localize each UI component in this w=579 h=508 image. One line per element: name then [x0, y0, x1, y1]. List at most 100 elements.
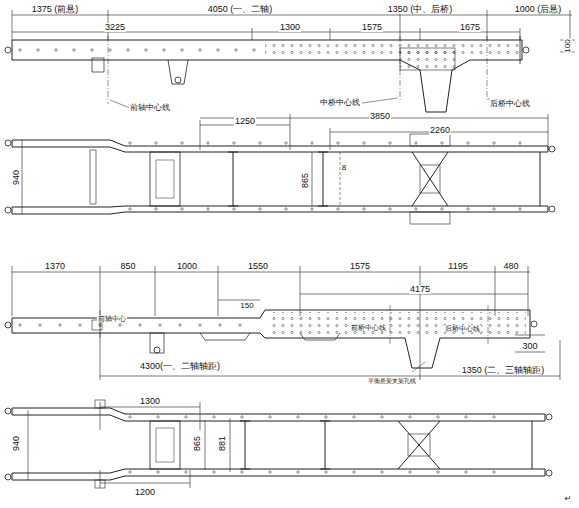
- drawing-stroke: [12, 206, 548, 214]
- drawing-stroke: [12, 408, 545, 421]
- drawing-stroke: [389, 208, 391, 210]
- dimension-label: 865: [302, 171, 311, 188]
- side-view-2: [5, 266, 560, 380]
- drawing-stroke: [139, 324, 141, 326]
- dimension-label: 1350 (二、三轴轴距): [461, 366, 546, 375]
- drawing-stroke: [179, 324, 181, 326]
- drawing-stroke: [55, 49, 57, 51]
- dimension-label: 300: [521, 342, 538, 351]
- drawing-stroke: [207, 142, 209, 144]
- dimension-label: 940: [13, 434, 22, 451]
- drawing-stroke: [145, 49, 147, 51]
- dimension-label: 4050 (一、二轴): [207, 5, 274, 14]
- drawing-stroke: [268, 312, 526, 336]
- drawing-stroke: [5, 322, 11, 328]
- drawing-stroke: [79, 324, 81, 326]
- drawing-stroke: [330, 28, 331, 40]
- drawing-stroke: [150, 421, 180, 469]
- drawing-stroke: [230, 418, 231, 472]
- drawing-stroke: [546, 470, 552, 476]
- drawing-stroke: [398, 421, 440, 469]
- drawing-stroke: [259, 142, 261, 144]
- dimension-label: 1200: [134, 488, 156, 497]
- drawing-stroke: [340, 152, 341, 206]
- drawing-stroke: [91, 49, 93, 51]
- drawing-stroke: [190, 470, 191, 488]
- drawing-stroke: [157, 416, 159, 418]
- dimension-label: 480: [502, 262, 519, 271]
- drawing-stroke: [5, 207, 11, 213]
- top-view-1: [5, 114, 555, 224]
- drawing-stroke: [163, 49, 165, 51]
- drawing-stroke: [412, 362, 425, 372]
- drawing-stroke: [381, 416, 383, 418]
- drawing-stroke: [28, 410, 29, 480]
- drawing-stroke: [312, 152, 313, 206]
- dimension-label: 1195: [447, 262, 468, 271]
- drawing-stroke: [515, 352, 545, 353]
- drawing-stroke: [218, 266, 219, 316]
- drawing-stroke: [252, 28, 253, 40]
- drawing-stroke: [100, 266, 101, 380]
- dimension-label: 8: [341, 164, 347, 172]
- drawing-stroke: [218, 300, 260, 301]
- drawing-stroke: [300, 333, 340, 340]
- drawing-stroke: [363, 208, 365, 210]
- drawing-stroke: [154, 347, 160, 353]
- drawing-stroke: [487, 36, 488, 100]
- drawing-stroke: [12, 310, 530, 368]
- drawing-stroke: [253, 49, 255, 51]
- drawing-stroke: [119, 324, 121, 326]
- drawing-stroke: [92, 320, 102, 330]
- drawing-stroke: [437, 471, 439, 473]
- drawing-stroke: [100, 305, 488, 345]
- drawing-stroke: [150, 333, 164, 353]
- dimension-label: 3225: [104, 23, 126, 32]
- drawing-stroke: [12, 266, 13, 316]
- dimension-label: 1250: [234, 117, 256, 126]
- dimension-label: 中桥中心线: [319, 99, 361, 107]
- drawing-stroke: [409, 471, 411, 473]
- dimension-label: 平衡悬架支架孔线: [367, 378, 417, 384]
- drawing-stroke: [155, 142, 157, 144]
- drawing-stroke: [241, 416, 243, 418]
- side-view-1: [5, 10, 575, 112]
- drawing-stroke: [235, 49, 237, 51]
- drawing-stroke: [300, 294, 528, 295]
- drawing-stroke: [363, 142, 365, 144]
- drawing-stroke: [531, 321, 537, 327]
- dimension-label: 4175: [409, 285, 431, 294]
- drawing-stroke: [239, 324, 241, 326]
- drawing-stroke: [415, 142, 417, 144]
- drawing-stroke: [181, 49, 183, 51]
- drawing-stroke: [127, 49, 129, 51]
- drawing-stroke: [410, 212, 450, 224]
- drawing-stroke: [400, 36, 401, 100]
- drawing-stroke: [12, 469, 545, 480]
- drawing-stroke: [12, 10, 570, 40]
- drawing-stroke: [493, 471, 495, 473]
- drawing-stroke: [108, 36, 109, 104]
- drawing-stroke: [213, 416, 215, 418]
- drawing-stroke: [213, 471, 215, 473]
- dimension-label: 1675: [459, 23, 481, 32]
- drawing-stroke: [129, 142, 131, 144]
- drawing-stroke: [493, 416, 495, 418]
- drawing-stroke: [90, 150, 96, 204]
- drawing-stroke: [540, 152, 541, 206]
- drawing-stroke: [129, 471, 131, 473]
- drawing-stroke: [157, 471, 159, 473]
- drawing-stroke: [520, 36, 521, 64]
- drawing-stroke: [110, 100, 130, 108]
- drawing-stroke: [337, 142, 339, 144]
- drawing-stroke: [390, 305, 391, 345]
- drawing-stroke: [12, 15, 572, 16]
- dimension-label: 100: [564, 38, 572, 53]
- drawing-stroke: [12, 40, 522, 112]
- drawing-stroke: [528, 266, 529, 316]
- drawing-stroke: [233, 208, 235, 210]
- drawing-stroke: [467, 142, 469, 144]
- drawing-stroke: [207, 208, 209, 210]
- drawing-stroke: [159, 324, 161, 326]
- dimension-label: 940: [13, 168, 22, 185]
